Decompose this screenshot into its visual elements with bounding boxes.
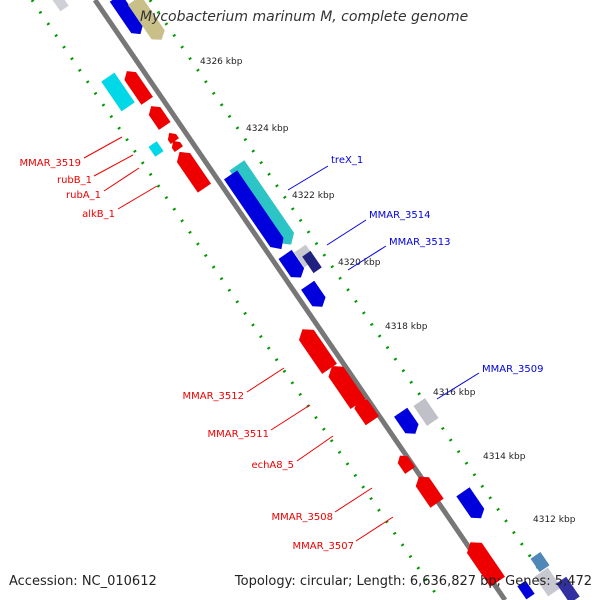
- label-mmar-3511[interactable]: MMAR_3511: [208, 429, 270, 440]
- kbp-label-4326: 4326 kbp: [200, 57, 243, 67]
- label-mmar-3508[interactable]: MMAR_3508: [272, 512, 334, 523]
- gene-forward-3513b[interactable]: [278, 249, 307, 282]
- gene-forward-3515[interactable]: [223, 170, 288, 253]
- gene-mmar-3511[interactable]: [325, 361, 366, 410]
- kbp-label-4314: 4314 kbp: [483, 452, 526, 462]
- kbp-label-4316: 4316 kbp: [433, 388, 476, 398]
- leader-mmar-3507: [355, 516, 394, 542]
- gene-bottom-steel[interactable]: [530, 552, 550, 572]
- leader-mmar-3519: [83, 136, 123, 159]
- label-alkb-1[interactable]: alkB_1: [82, 209, 115, 220]
- label-mmar-3507[interactable]: MMAR_3507: [293, 541, 355, 552]
- map-title: Mycobacterium marinum M, complete genome: [140, 9, 469, 25]
- gene-mmar-3511b[interactable]: [351, 395, 379, 426]
- genome-summary-text: Topology: circular; Length: 6,636,827 bp…: [234, 574, 592, 589]
- label-rubb-1[interactable]: rubB_1: [57, 175, 92, 186]
- leader-mmar-3512: [246, 367, 285, 393]
- tick-track-outer: [148, 0, 562, 600]
- gene-mmar-3508[interactable]: [412, 472, 444, 508]
- gene-ruba-1[interactable]: [169, 138, 183, 152]
- gene-echa8-5[interactable]: [395, 452, 416, 474]
- gene-alkb-1[interactable]: [173, 147, 212, 193]
- label-mmar-3512[interactable]: MMAR_3512: [183, 391, 245, 402]
- label-mmar-3513[interactable]: MMAR_3513: [389, 237, 451, 248]
- gene-reverse-3519b[interactable]: [145, 102, 171, 130]
- gene-mmar-3507[interactable]: [463, 537, 505, 587]
- genome-backbone: [92, 0, 508, 600]
- gene-reverse-3520[interactable]: [121, 67, 153, 105]
- tick-track-inner: [30, 0, 442, 600]
- gene-bottom-gray[interactable]: [534, 567, 562, 597]
- feature-top-khaki: [127, 0, 165, 40]
- label-echa8-5[interactable]: echA8_5: [251, 460, 294, 471]
- leader-echa8-5: [296, 435, 334, 462]
- label-trex-1[interactable]: treX_1: [331, 155, 363, 166]
- accession-text: Accession: NC_010612: [9, 574, 157, 589]
- leader-mmar-3511: [270, 404, 311, 431]
- kbp-label-4318: 4318 kbp: [385, 322, 428, 332]
- gene-forward-3506[interactable]: [456, 487, 487, 522]
- label-mmar-3514[interactable]: MMAR_3514: [369, 210, 431, 221]
- gene-mmar-3512[interactable]: [295, 324, 337, 374]
- gene-forward-3512b[interactable]: [301, 280, 329, 311]
- gene-bottom-blue[interactable]: [517, 580, 535, 600]
- gene-forward-3510[interactable]: [394, 407, 422, 438]
- gene-cyan-top[interactable]: [101, 72, 135, 112]
- leader-alkb-1: [117, 185, 158, 210]
- leader-ruba-1: [103, 167, 140, 192]
- label-mmar-3519[interactable]: MMAR_3519: [20, 158, 82, 169]
- leader-trex-1: [287, 165, 329, 191]
- label-ruba-1[interactable]: rubA_1: [66, 190, 101, 201]
- kbp-label-4324: 4324 kbp: [246, 124, 289, 134]
- leader-mmar-3509: [436, 372, 480, 400]
- gene-mmar-3513[interactable]: [302, 250, 322, 274]
- kbp-label-4312: 4312 kbp: [533, 515, 576, 525]
- gene-mmar-3509[interactable]: [413, 398, 439, 426]
- feature-top-blue: [109, 0, 143, 35]
- gene-bottom-navy[interactable]: [556, 576, 580, 600]
- gene-rubb-1[interactable]: [165, 130, 179, 144]
- leader-mmar-3508: [334, 487, 373, 513]
- feature-top-gray: [51, 0, 69, 12]
- gene-trex-1[interactable]: [229, 160, 298, 249]
- kbp-label-4322: 4322 kbp: [292, 191, 335, 201]
- leader-mmar-3513: [347, 245, 387, 271]
- leader-mmar-3514: [326, 219, 367, 246]
- gene-mmar-3519[interactable]: [148, 141, 164, 157]
- leader-rubb-1: [93, 154, 134, 177]
- label-mmar-3509[interactable]: MMAR_3509: [482, 364, 544, 375]
